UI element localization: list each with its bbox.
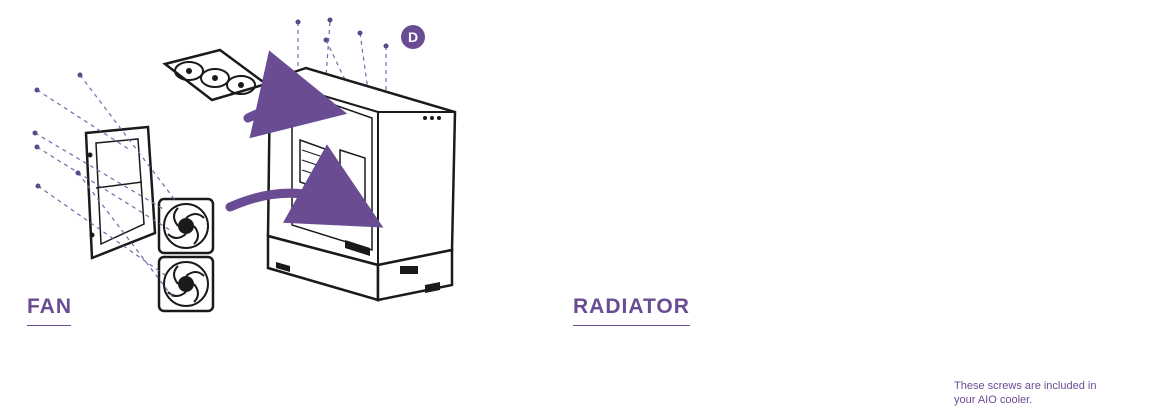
fan-label-underline <box>27 325 71 326</box>
aio-screws-note-line2: your AIO cooler. <box>954 394 1033 406</box>
radiator-label: RADIATOR <box>573 295 690 318</box>
arrows-left <box>225 50 384 228</box>
step-badge: D <box>401 25 425 49</box>
aio-screws-note: These screws are included in your AIO co… <box>954 379 1144 407</box>
radiator-label-underline <box>573 325 690 326</box>
fan-bracket <box>84 125 157 260</box>
fan-label: FAN <box>27 295 72 318</box>
front-fans <box>157 197 215 313</box>
aio-screws-note-line1: These screws are included in <box>954 380 1097 392</box>
top-fan-tray <box>162 48 269 102</box>
